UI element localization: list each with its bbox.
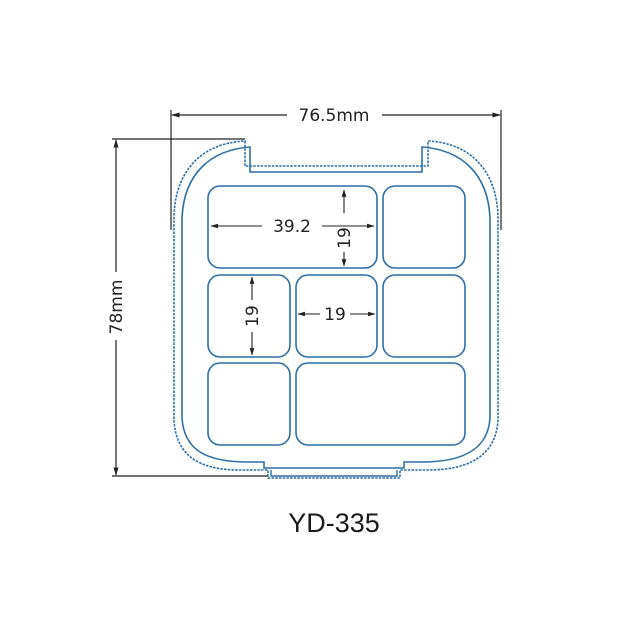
compartment-top-left-large: [207, 185, 378, 269]
compartment-middle-left: [207, 274, 291, 358]
compartment-bottom-right-large: [295, 362, 466, 446]
large-width-label: 39.2: [273, 217, 311, 237]
width-label: 76.5mm: [299, 106, 370, 126]
height-dimension: [112, 138, 268, 477]
compartment-top-right: [382, 185, 466, 269]
compartment-middle-center: [295, 274, 378, 358]
compartment-middle-right: [382, 274, 466, 358]
small-width-label: 19: [324, 305, 346, 325]
large-height-label: 19: [335, 227, 355, 249]
width-dimension: [170, 110, 502, 230]
bottom-tab: [270, 470, 398, 477]
compartments: [207, 185, 466, 446]
inner-rim: [181, 146, 491, 469]
height-label: 78mm: [107, 280, 127, 335]
compartment-bottom-left: [207, 362, 291, 446]
box-outline: [173, 140, 499, 479]
small-height-label: 19: [243, 305, 263, 327]
outer-ribbed-edge: [173, 140, 499, 479]
model-label: YD-335: [288, 508, 380, 538]
